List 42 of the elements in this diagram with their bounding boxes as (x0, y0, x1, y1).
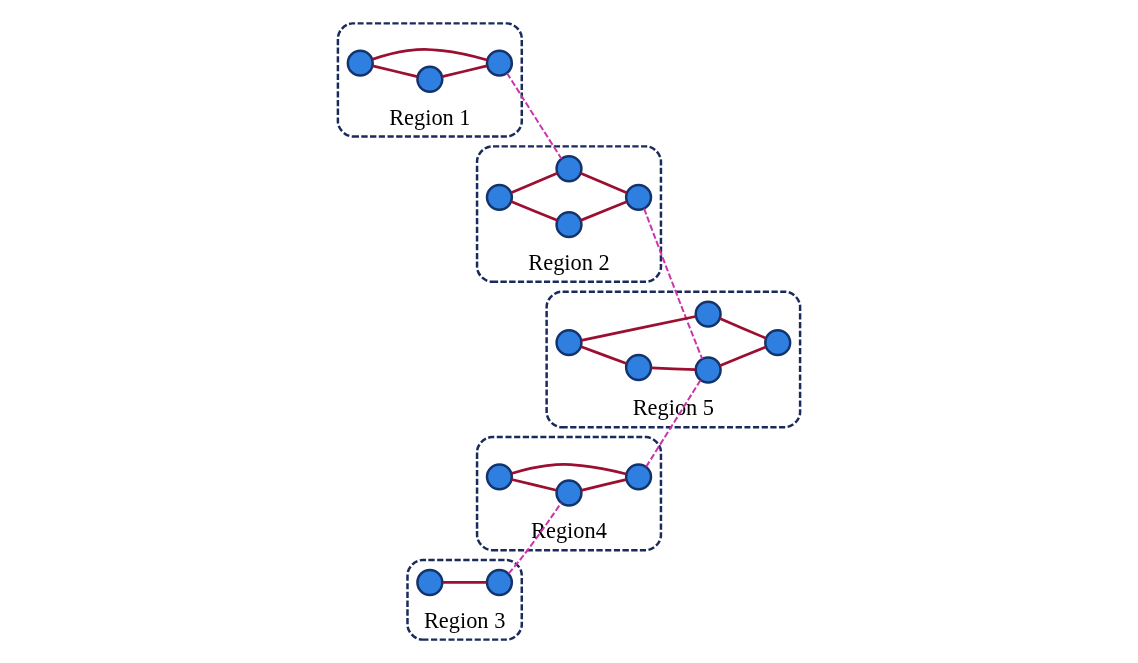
connector (506, 72, 563, 160)
node-circle (346, 49, 374, 77)
node-circle (624, 353, 653, 382)
node-circle (416, 65, 444, 93)
connector (441, 64, 488, 78)
connector (442, 581, 487, 584)
node-circle (416, 568, 444, 597)
connector (581, 478, 627, 492)
node-circle (485, 183, 514, 211)
connector (511, 463, 627, 476)
node-circle (624, 463, 653, 491)
connector (581, 315, 696, 342)
connector (371, 47, 488, 62)
cluster: Region 3 (406, 558, 524, 641)
connector (511, 478, 557, 492)
node-circle (694, 300, 722, 328)
connector (580, 200, 628, 222)
node-circle (485, 568, 514, 597)
node-circle (485, 49, 514, 77)
cluster: Region 2 (475, 145, 663, 284)
node-circle (485, 463, 514, 491)
cluster: Region 1 (336, 22, 524, 138)
connector (643, 207, 704, 360)
node-circle (555, 155, 583, 183)
connector (651, 366, 696, 371)
connector (719, 317, 767, 340)
connector (719, 345, 767, 367)
node-circle (555, 211, 583, 239)
connector (510, 200, 558, 222)
node-circle (694, 356, 722, 384)
connector (510, 172, 558, 195)
connector (580, 345, 627, 365)
cluster: Region4 (475, 435, 663, 552)
cluster: Region 5 (545, 290, 802, 429)
node-circle (624, 183, 653, 211)
connector (645, 379, 702, 468)
connector (372, 64, 418, 78)
connector (580, 171, 628, 195)
node-circle (555, 329, 583, 357)
node-circle (555, 479, 583, 507)
node-circle (764, 329, 792, 357)
connector (507, 501, 563, 575)
